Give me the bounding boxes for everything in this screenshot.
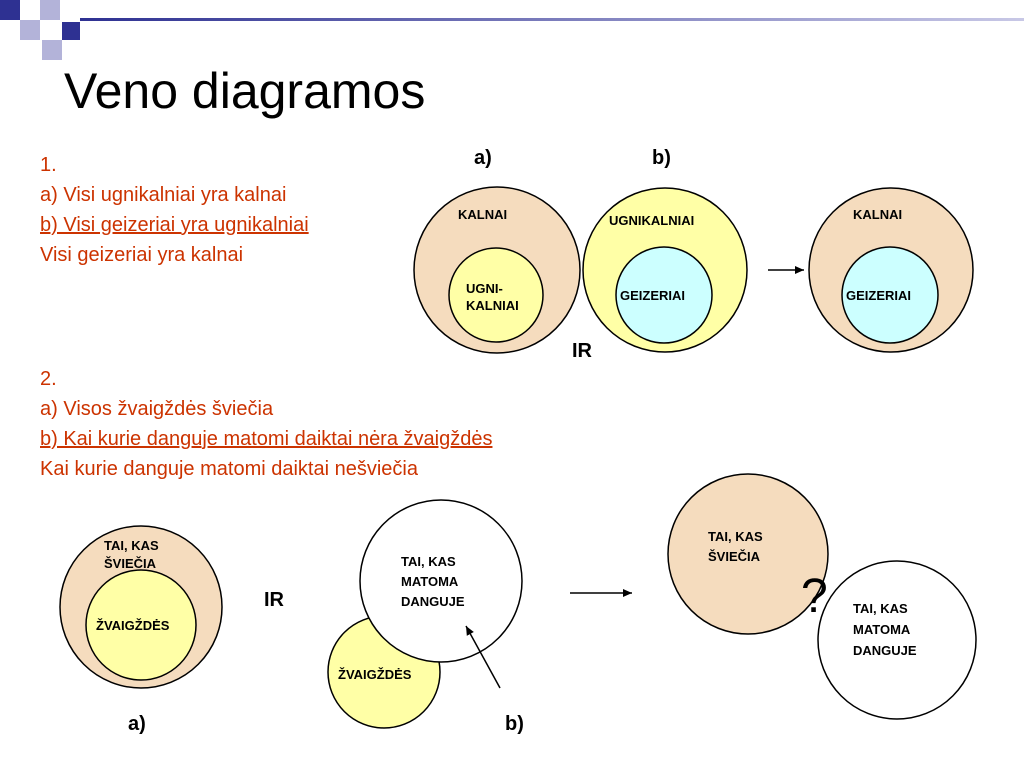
venn-1b-outer-label: UGNIKALNIAI	[609, 213, 694, 228]
venn-2-result-top-label-line1: TAI, KAS	[708, 529, 763, 544]
syllogism-2-premise-b: b) Kai kurie danguje matomi daiktai nėra…	[40, 428, 493, 450]
syllogism-2-number: 2.	[40, 368, 57, 390]
diagram-2-pointer-arrow	[465, 625, 501, 689]
syllogism-2-conclusion: Kai kurie danguje matomi daiktai nešvieč…	[40, 458, 418, 480]
diagram-2-question-mark: ?	[801, 570, 828, 623]
venn-2-result-bottom-label-line3: DANGUJE	[853, 643, 917, 658]
venn-2-result-bottom-label-line2: MATOMA	[853, 622, 911, 637]
deco-top-line	[80, 18, 1024, 21]
venn-1a-inner-label-line2: KALNIAI	[466, 298, 519, 313]
diagram-2-connector: IR	[264, 589, 285, 611]
venn-1b-inner-circle	[615, 246, 713, 344]
deco-square-navy-2	[62, 22, 80, 40]
venn-2-result-top-circle	[667, 473, 829, 635]
deco-square-navy-1	[0, 0, 20, 20]
diagram-2-label-b: b)	[505, 713, 524, 735]
deco-square-lavender-2	[20, 20, 40, 40]
venn-2b-outer-label-line1: TAI, KAS	[401, 554, 456, 569]
diagram-1-label-a: a)	[474, 147, 492, 169]
syllogism-1-text: 1. a) Visi ugnikalniai yra kalnai b) Vis…	[40, 150, 309, 270]
venn-2-result-bottom-circle	[817, 560, 977, 720]
syllogism-1-conclusion: Visi geizeriai yra kalnai	[40, 244, 244, 266]
syllogism-2-premise-a: a) Visos žvaigždės šviečia	[40, 398, 274, 420]
venn-2-result-top-label-line2: ŠVIEČIA	[708, 549, 761, 564]
deco-square-lavender-1	[40, 0, 60, 20]
venn-2a-inner-label: ŽVAIGŽDĖS	[96, 618, 170, 633]
venn-2b-outer-label-line2: MATOMA	[401, 574, 459, 589]
venn-2b-outer-circle	[359, 499, 523, 663]
deco-square-lavender-3	[42, 40, 62, 60]
venn-1-result-inner-circle	[841, 246, 939, 344]
venn-1a-inner-circle	[448, 247, 544, 343]
venn-1-result-outer-label: KALNAI	[853, 207, 902, 222]
venn-1a-outer-label: KALNAI	[458, 207, 507, 222]
venn-2-result-bottom-label-line1: TAI, KAS	[853, 601, 908, 616]
venn-1a-inner-label-line1: UGNI-	[466, 281, 503, 296]
venn-2a-outer-label-line1: TAI, KAS	[104, 538, 159, 553]
slide-title: Veno diagramos	[64, 63, 426, 119]
venn-2b-outer-label-line3: DANGUJE	[401, 594, 465, 609]
diagram-1-label-b: b)	[652, 147, 671, 169]
diagram-2-label-a: a)	[128, 713, 146, 735]
venn-2b-small-label: ŽVAIGŽDĖS	[338, 667, 412, 682]
venn-1-result-inner-label: GEIZERIAI	[846, 288, 911, 303]
venn-2a-outer-label-line2: ŠVIEČIA	[104, 556, 157, 571]
venn-1b-inner-label: GEIZERIAI	[620, 288, 685, 303]
syllogism-1-premise-a: a) Visi ugnikalniai yra kalnai	[40, 184, 287, 206]
venn-2a-inner-circle	[85, 569, 197, 681]
diagram-1-connector: IR	[572, 340, 593, 362]
syllogism-1-number: 1.	[40, 154, 57, 176]
syllogism-1-premise-b: b) Visi geizeriai yra ugnikalniai	[40, 214, 309, 236]
syllogism-2-text: 2. a) Visos žvaigždės šviečia b) Kai kur…	[40, 364, 492, 484]
